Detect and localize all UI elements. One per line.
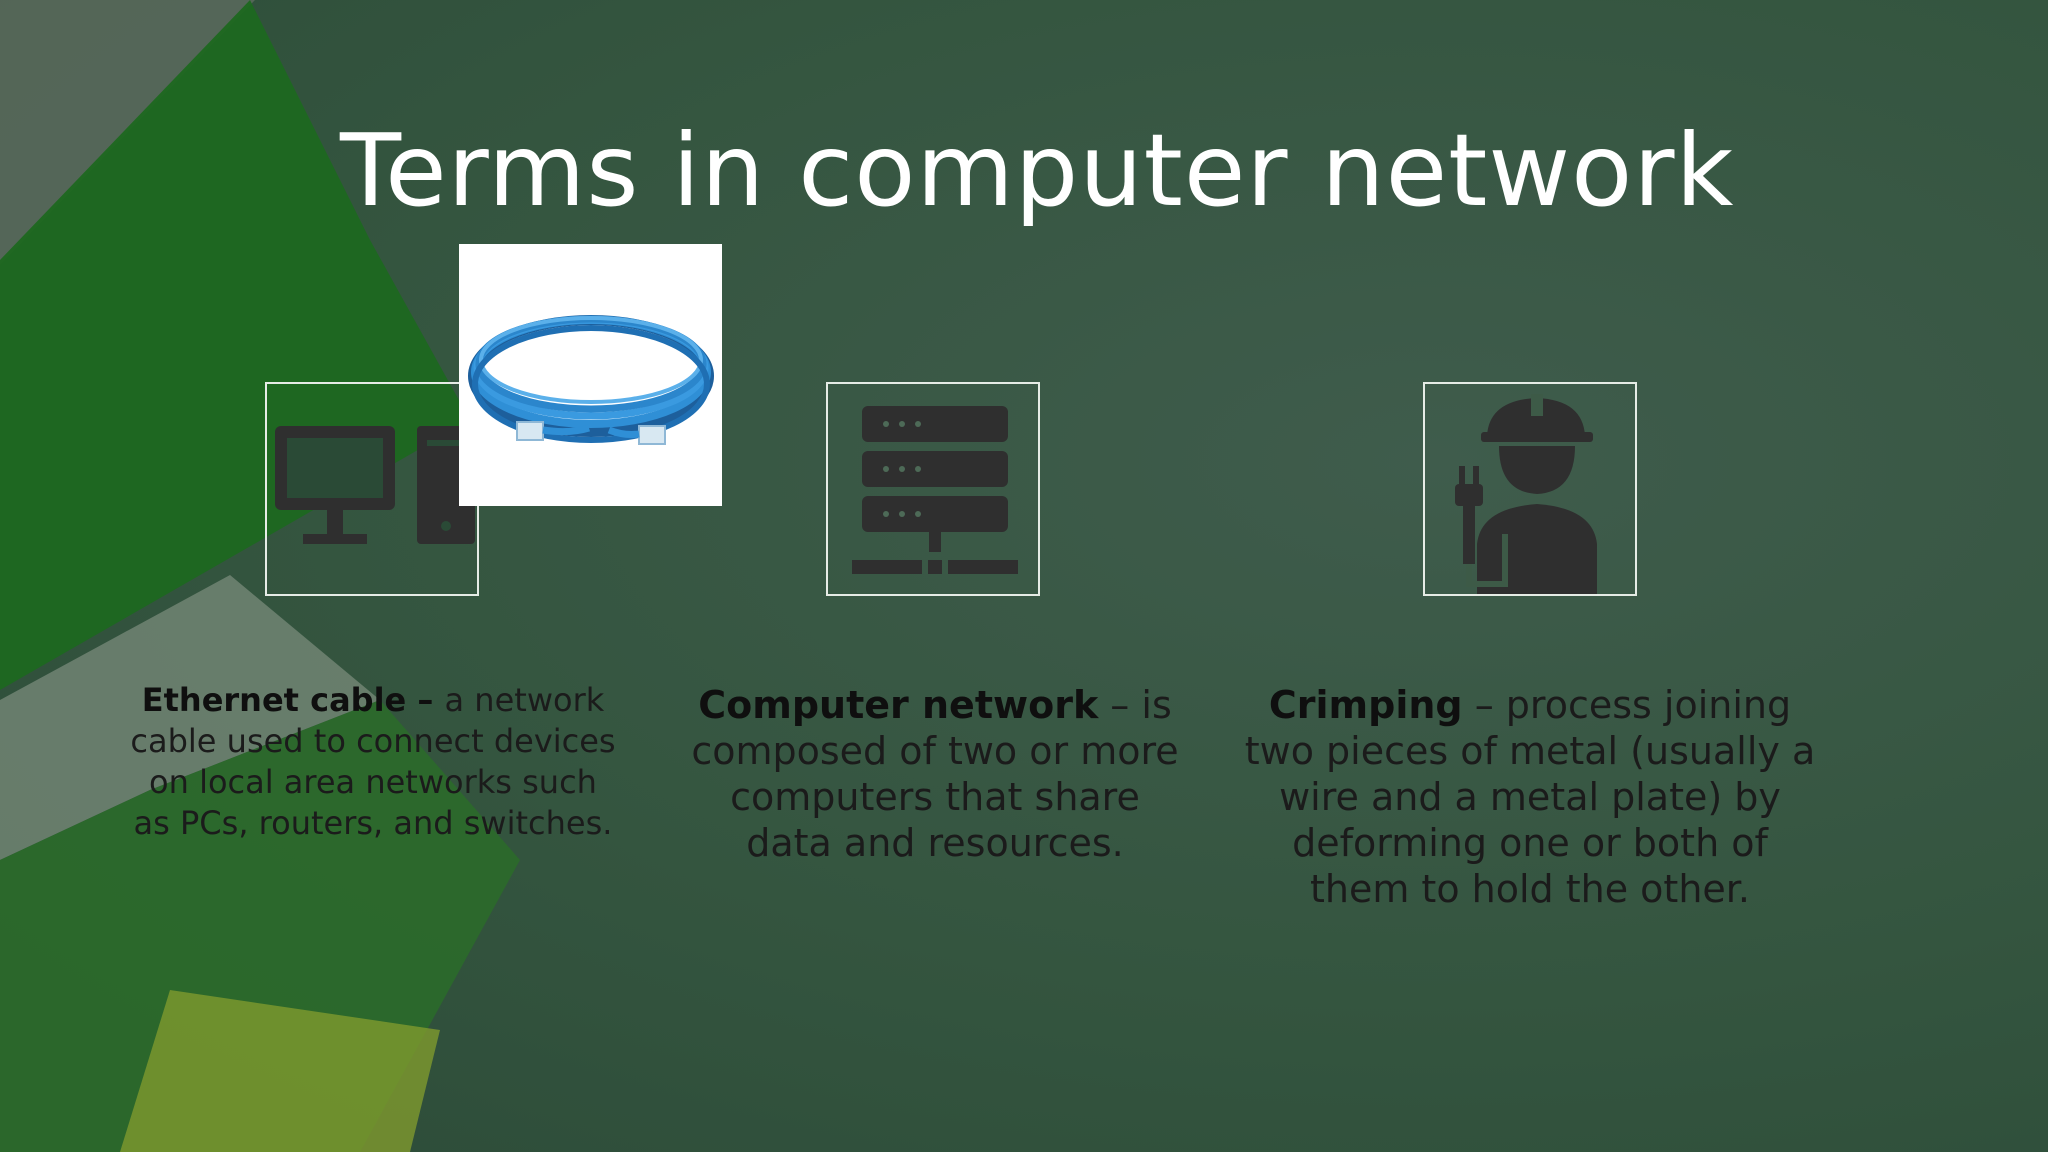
ethernet-cable-photo	[459, 244, 722, 506]
term-computer-network: Computer network – is composed of two or…	[690, 682, 1180, 866]
term-name: Ethernet cable	[141, 681, 407, 719]
term-separator: –	[1462, 683, 1506, 727]
term-separator: –	[406, 681, 445, 719]
computer-icon-frame	[265, 382, 479, 596]
term-definition: a network cable used to connect devices …	[130, 681, 616, 842]
worker-with-plug-icon	[1455, 394, 1597, 594]
term-name: Crimping	[1268, 683, 1463, 727]
desktop-computer-icon	[275, 426, 475, 544]
term-name: Computer network	[698, 683, 1099, 727]
server-icon-frame	[826, 382, 1040, 596]
worker-icon-frame	[1423, 382, 1637, 596]
term-definition: process joining two pieces of metal (usu…	[1244, 683, 1816, 911]
term-crimping: Crimping – process joining two pieces of…	[1240, 682, 1820, 912]
server-icon	[852, 406, 1018, 574]
term-ethernet-cable: Ethernet cable – a network cable used to…	[128, 680, 618, 844]
slide-title: Terms in computer network	[340, 112, 1735, 229]
term-separator: –	[1098, 683, 1142, 727]
term-definition: is composed of two or more computers tha…	[691, 683, 1179, 865]
